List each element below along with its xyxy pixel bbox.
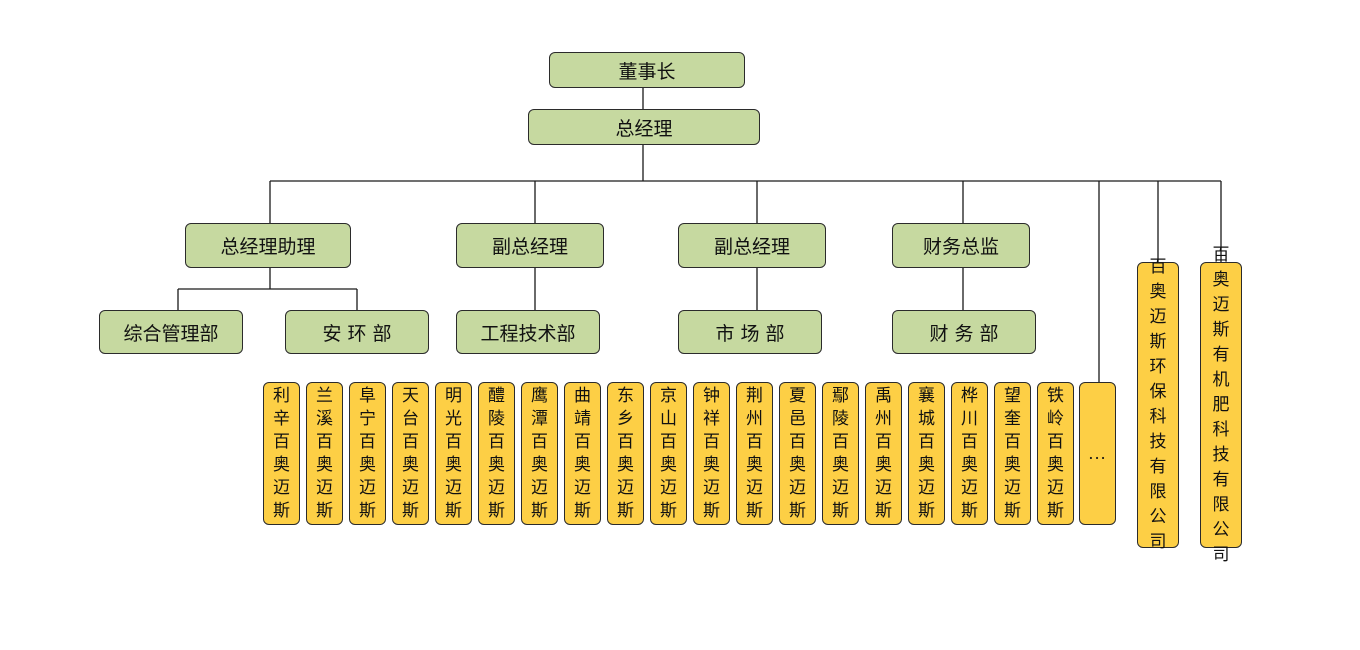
engineering-dept-box: 工程技术部 xyxy=(456,310,600,354)
branch-label: 襄城百奥迈斯 xyxy=(918,385,935,521)
branch-box: 天台百奥迈斯 xyxy=(392,382,429,525)
organic-fertilizer-subsidiary-box: 百奥迈斯有机肥科技有限公司 xyxy=(1200,245,1242,565)
finance-dept-box: 财 务 部 xyxy=(892,310,1036,354)
general-manager-label: 总经理 xyxy=(615,117,673,140)
finance-dept-label: 财 务 部 xyxy=(929,322,999,345)
environmental-subsidiary-box: 百奥迈斯环保科技有限公司 xyxy=(1137,257,1179,552)
branch-box: 利辛百奥迈斯 xyxy=(263,382,300,525)
finance-director-label: 财务总监 xyxy=(922,236,999,258)
branch-label: 望奎百奥迈斯 xyxy=(1004,385,1021,521)
assistant-gm-label: 总经理助理 xyxy=(220,236,316,258)
branch-label: 京山百奥迈斯 xyxy=(660,385,677,521)
branch-label: 天台百奥迈斯 xyxy=(402,385,419,521)
general-management-dept-box: 综合管理部 xyxy=(99,310,243,354)
branch-box: 钟祥百奥迈斯 xyxy=(693,382,730,525)
branch-label: 夏邑百奥迈斯 xyxy=(789,385,806,521)
branch-box: 东乡百奥迈斯 xyxy=(607,382,644,525)
deputy-gm-1-label: 副总经理 xyxy=(491,236,568,258)
branch-label: 醴陵百奥迈斯 xyxy=(488,385,505,521)
branch-label: 阜宁百奥迈斯 xyxy=(359,385,376,521)
branch-label: 荆州百奥迈斯 xyxy=(746,385,763,521)
branch-box: 桦川百奥迈斯 xyxy=(951,382,988,525)
branch-label: 鄢陵百奥迈斯 xyxy=(832,385,849,521)
organic-fertilizer-subsidiary-label: 百奥迈斯有机肥科技有限公司 xyxy=(1212,244,1230,565)
assistant-gm-box: 总经理助理 xyxy=(185,223,351,268)
branch-box: 襄城百奥迈斯 xyxy=(908,382,945,525)
branch-label: 明光百奥迈斯 xyxy=(445,385,462,521)
branch-label: 铁岭百奥迈斯 xyxy=(1047,385,1064,521)
branch-box: 曲靖百奥迈斯 xyxy=(564,382,601,525)
marketing-dept-box: 市 场 部 xyxy=(678,310,822,354)
deputy-gm-1-box: 副总经理 xyxy=(456,223,604,268)
more-branches-label: ... xyxy=(1088,444,1107,463)
branch-box: 夏邑百奥迈斯 xyxy=(779,382,816,525)
chairman-box: 董事长 xyxy=(549,52,745,88)
general-manager-box: 总经理 xyxy=(528,109,760,145)
environmental-subsidiary-label: 百奥迈斯环保科技有限公司 xyxy=(1149,257,1167,552)
branch-box: 荆州百奥迈斯 xyxy=(736,382,773,525)
branch-box: 京山百奥迈斯 xyxy=(650,382,687,525)
branch-label: 利辛百奥迈斯 xyxy=(273,385,290,521)
more-branches-box: ... xyxy=(1079,382,1116,525)
finance-director-box: 财务总监 xyxy=(892,223,1030,268)
safety-environment-dept-label: 安 环 部 xyxy=(322,322,392,345)
branch-box: 明光百奥迈斯 xyxy=(435,382,472,525)
branch-box: 鹰潭百奥迈斯 xyxy=(521,382,558,525)
branch-box: 铁岭百奥迈斯 xyxy=(1037,382,1074,525)
safety-environment-dept-box: 安 环 部 xyxy=(285,310,429,354)
branch-label: 兰溪百奥迈斯 xyxy=(316,385,333,521)
deputy-gm-2-box: 副总经理 xyxy=(678,223,826,268)
branch-box: 禹州百奥迈斯 xyxy=(865,382,902,525)
branch-box: 阜宁百奥迈斯 xyxy=(349,382,386,525)
general-management-dept-label: 综合管理部 xyxy=(123,322,219,345)
branch-box: 醴陵百奥迈斯 xyxy=(478,382,515,525)
chairman-label: 董事长 xyxy=(618,60,676,83)
engineering-dept-label: 工程技术部 xyxy=(480,322,576,345)
branch-box: 望奎百奥迈斯 xyxy=(994,382,1031,525)
marketing-dept-label: 市 场 部 xyxy=(715,322,785,345)
branch-label: 鹰潭百奥迈斯 xyxy=(531,385,548,521)
branch-label: 曲靖百奥迈斯 xyxy=(574,385,591,521)
branch-box: 兰溪百奥迈斯 xyxy=(306,382,343,525)
branch-label: 桦川百奥迈斯 xyxy=(961,385,978,521)
deputy-gm-2-label: 副总经理 xyxy=(713,236,790,258)
branch-box: 鄢陵百奥迈斯 xyxy=(822,382,859,525)
branch-label: 东乡百奥迈斯 xyxy=(617,385,634,521)
branch-label: 禹州百奥迈斯 xyxy=(875,385,892,521)
branch-label: 钟祥百奥迈斯 xyxy=(703,385,720,521)
